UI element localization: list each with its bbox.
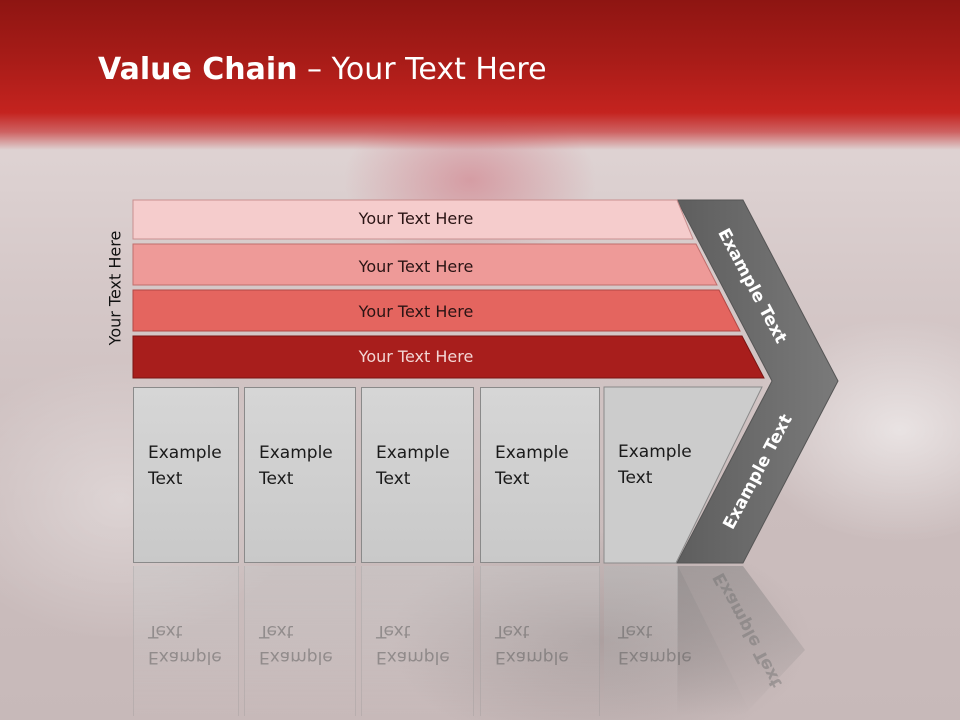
box-5-reflection: [604, 566, 752, 716]
box-4-line2: Text: [495, 469, 530, 489]
slide-title: Value Chain – Your Text Here: [98, 52, 547, 87]
title-bold: Value Chain: [98, 52, 298, 87]
band-2: [132, 243, 718, 286]
box-5-reflection-text: Example Text: [604, 566, 692, 716]
box-5-refl-line1: Example: [618, 647, 692, 667]
box-2-refl-line2: Text: [259, 621, 294, 641]
band-label-2: Your Text Here: [358, 257, 474, 276]
box-3-reflection: Example Text: [361, 566, 474, 716]
box-4-refl-line1: Example: [495, 647, 569, 667]
box-3-line2: Text: [376, 469, 411, 489]
band-1: [132, 199, 694, 240]
box-2-line2: Text: [259, 469, 294, 489]
box-1-refl-line1: Example: [148, 647, 222, 667]
title-rest: – Your Text Here: [297, 52, 547, 87]
box-1-reflection: Example Text: [133, 566, 239, 716]
box-1-line1: Example: [148, 443, 222, 463]
header-bar: [0, 0, 960, 150]
box-2-reflection: Example Text: [244, 566, 356, 716]
band-label-4: Your Text Here: [358, 347, 474, 366]
box-5-shape: [603, 386, 763, 564]
box-5-line1: Example: [618, 442, 692, 462]
band-4: [132, 335, 765, 379]
box-4-refl-line2: Text: [495, 621, 530, 641]
box-5-line2: Text: [618, 468, 653, 488]
box-3-line1: Example: [376, 443, 450, 463]
box-4-line1: Example: [495, 443, 569, 463]
box-1-refl-line2: Text: [148, 621, 183, 641]
band-label-3: Your Text Here: [358, 302, 474, 321]
box-3-refl-line1: Example: [376, 647, 450, 667]
box-2-line1: Example: [259, 443, 333, 463]
box-1-line2: Text: [148, 469, 183, 489]
chevron-arrow: [676, 199, 839, 564]
box-3-refl-line2: Text: [376, 621, 411, 641]
box-4-reflection: Example Text: [480, 566, 600, 716]
band-label-1: Your Text Here: [358, 209, 474, 228]
box-2-refl-line1: Example: [259, 647, 333, 667]
band-3: [132, 289, 741, 332]
box-5-refl-line2: Text: [618, 621, 653, 641]
